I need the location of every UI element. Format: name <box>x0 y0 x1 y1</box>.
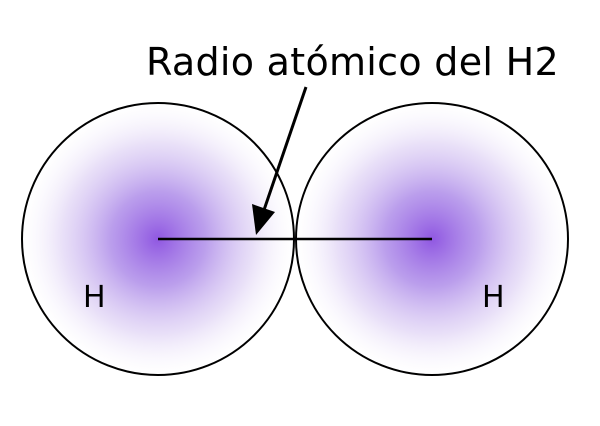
pointer-arrow-head <box>252 204 275 235</box>
right-atom-label: H <box>482 280 505 315</box>
pointer-arrow-shaft <box>262 86 308 211</box>
left-atom-label: H <box>83 280 106 315</box>
diagram-title: Radio atómico del H2 <box>146 40 559 84</box>
